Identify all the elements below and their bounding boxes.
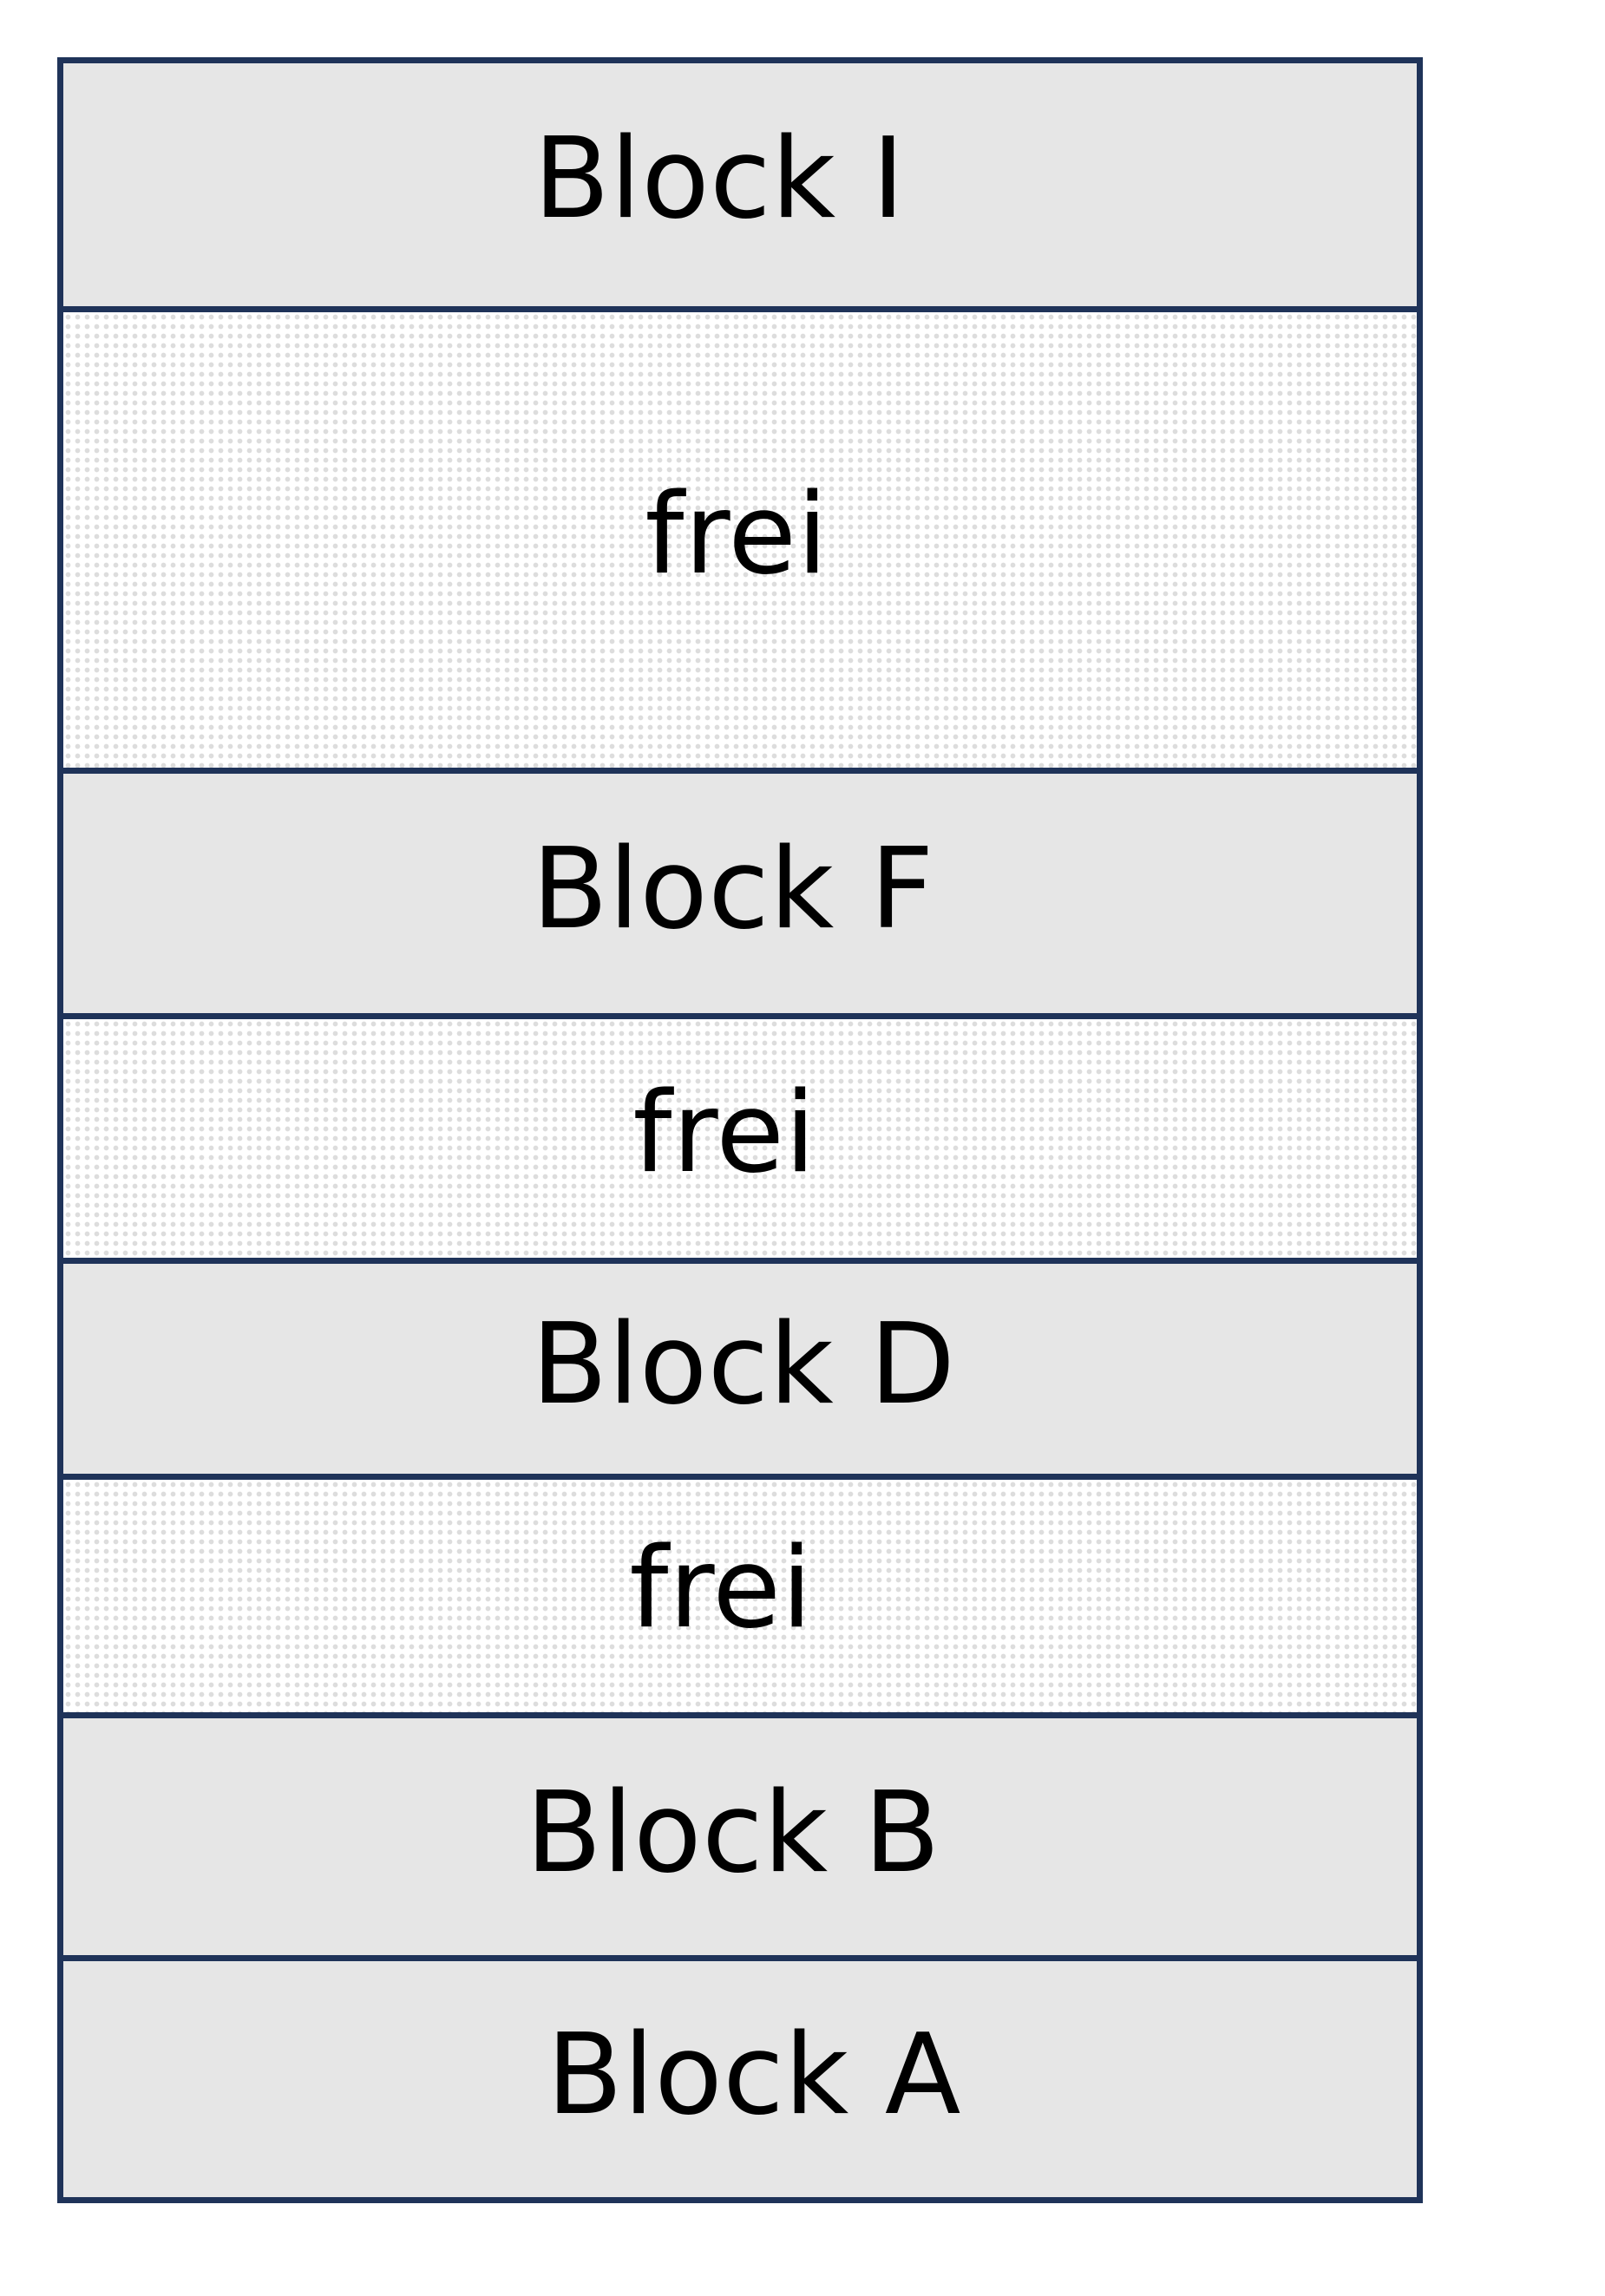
segment-block-d: Block D <box>63 1258 1417 1474</box>
segment-free: frei <box>63 1474 1417 1712</box>
segment-free: frei <box>63 1013 1417 1258</box>
segment-label: Block D <box>531 1300 956 1429</box>
memory-stack: Block I frei Block F frei Block D frei B… <box>57 57 1423 2203</box>
segment-label: frei <box>645 469 829 599</box>
segment-label: Block A <box>547 2011 961 2140</box>
segment-block-b: Block B <box>63 1712 1417 1955</box>
segment-label: Block I <box>533 114 906 244</box>
segment-label: frei <box>632 1068 816 1198</box>
segment-block-f: Block F <box>63 768 1417 1013</box>
segment-label: Block B <box>525 1768 941 1898</box>
segment-free: frei <box>63 306 1417 768</box>
segment-block-i: Block I <box>63 63 1417 306</box>
segment-label: frei <box>629 1524 813 1653</box>
segment-block-a: Block A <box>63 1955 1417 2197</box>
segment-label: Block F <box>532 825 934 954</box>
